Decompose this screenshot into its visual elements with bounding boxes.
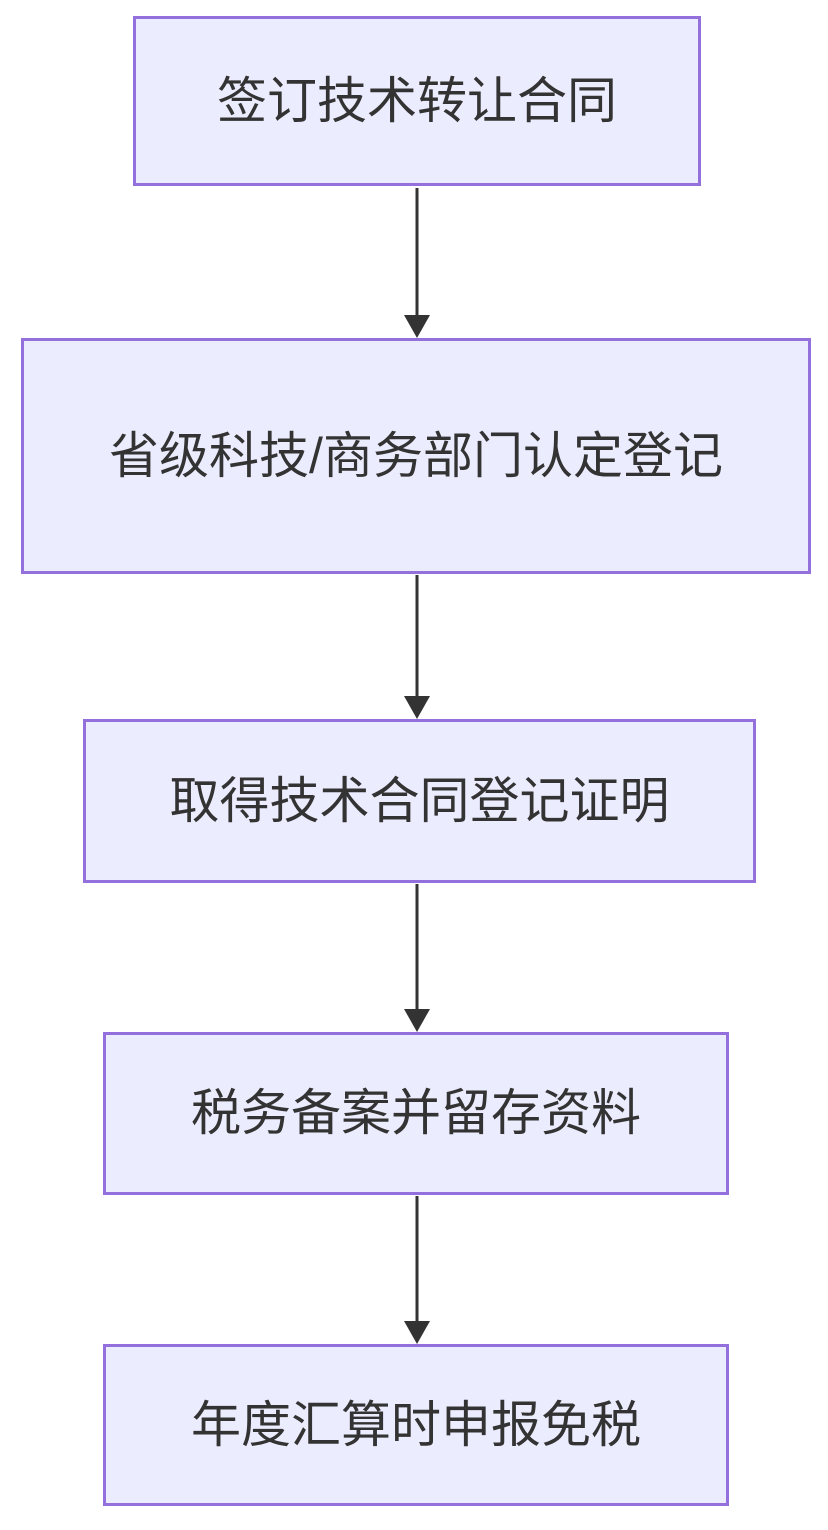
flow-node-provincial-registration: 省级科技/商务部门认定登记 [21, 338, 811, 574]
flow-node-obtain-certificate-label: 取得技术合同登记证明 [169, 772, 670, 829]
flow-node-sign-contract: 签订技术转让合同 [133, 16, 701, 186]
arrow-step2-step3 [404, 575, 430, 719]
flow-node-obtain-certificate: 取得技术合同登记证明 [83, 719, 756, 883]
arrow-step1-step2 [404, 188, 430, 338]
arrow-step4-step5 [404, 1196, 430, 1344]
arrow-step3-step4 [404, 884, 430, 1032]
flow-node-tax-filing-label: 税务备案并留存资料 [191, 1085, 641, 1141]
flow-node-sign-contract-label: 签订技术转让合同 [217, 72, 617, 129]
flow-node-annual-declaration: 年度汇算时申报免税 [103, 1344, 729, 1506]
flow-node-provincial-registration-label: 省级科技/商务部门认定登记 [109, 427, 723, 484]
flow-node-tax-filing: 税务备案并留存资料 [103, 1032, 729, 1195]
flow-node-annual-declaration-label: 年度汇算时申报免税 [191, 1396, 641, 1453]
